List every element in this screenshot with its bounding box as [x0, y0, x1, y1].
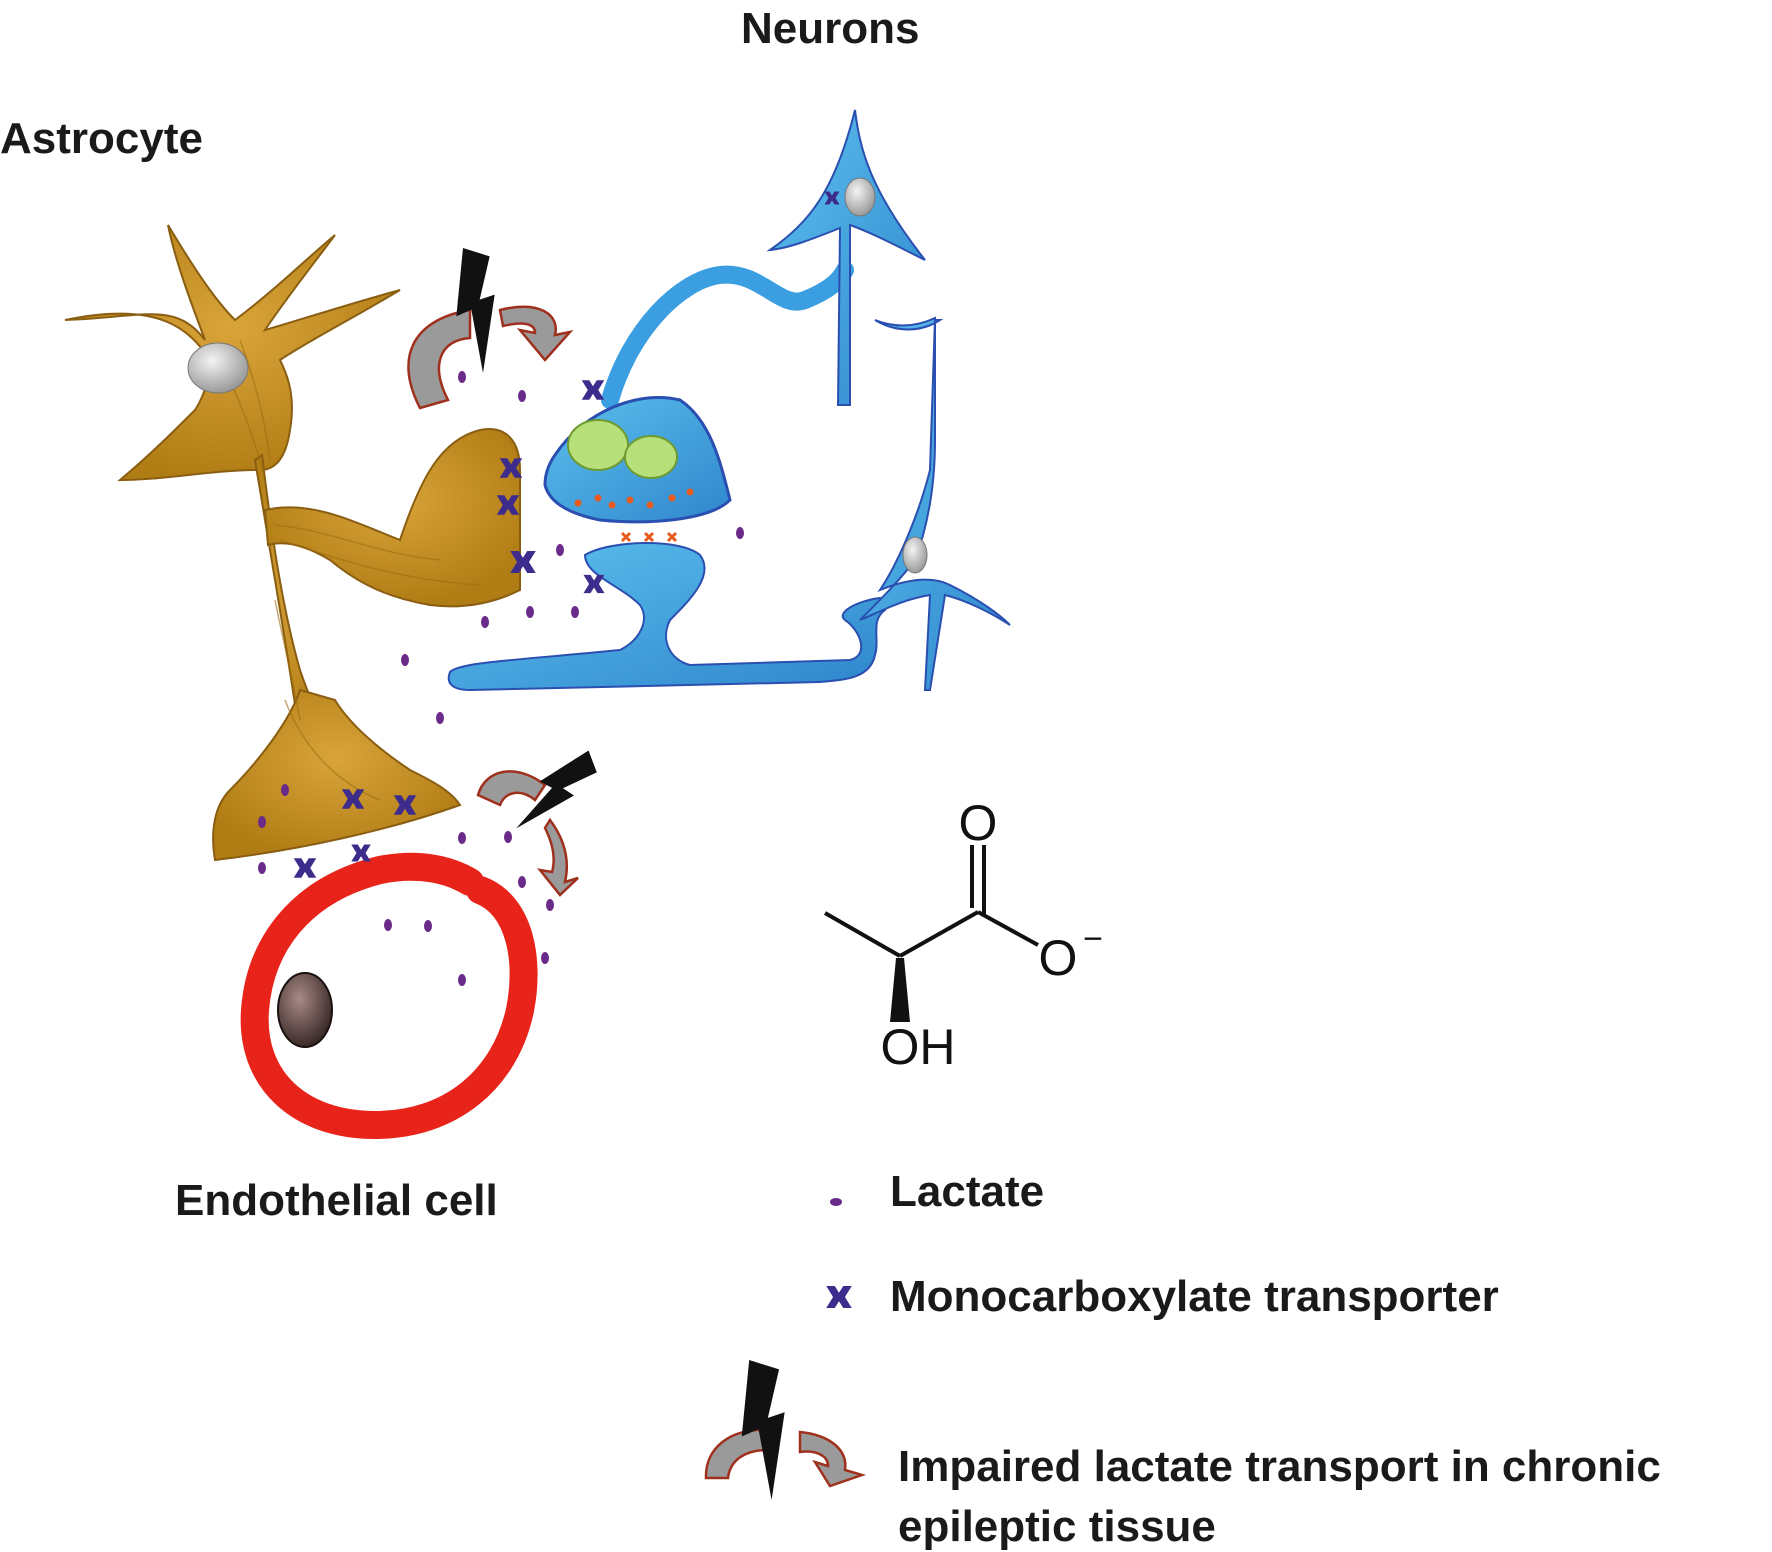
lactate-structure — [824, 845, 1039, 1022]
legend-impaired-label-line2: epileptic tissue — [898, 1502, 1216, 1551]
legend-transporter-label: Monocarboxylate transporter — [890, 1272, 1499, 1321]
carbonyl-oxygen: O — [959, 795, 998, 851]
lactate-legend-icon — [830, 1198, 842, 1206]
carboxylate-oxygen: O — [1039, 930, 1078, 986]
mct-marker — [351, 844, 371, 862]
mct-marker — [293, 858, 317, 878]
lactate-dots — [258, 371, 744, 986]
mitochondrion-2 — [624, 435, 678, 479]
neuron-nucleus-bottom — [902, 536, 928, 574]
endothelial-nucleus — [277, 972, 333, 1048]
mitochondrion-1 — [567, 419, 629, 471]
impaired-transport-top — [407, 248, 574, 410]
neurons — [447, 109, 1011, 692]
hydroxyl-group: OH — [881, 1019, 956, 1075]
neurons-label: Neurons — [741, 4, 920, 53]
lightning-bolt-icon — [456, 248, 495, 373]
lightning-bolt-icon — [741, 1360, 785, 1500]
transporter-legend-icon — [826, 1285, 852, 1309]
impaired-transport-bottom — [476, 746, 605, 897]
astrocyte-cell — [64, 224, 521, 862]
astrocyte-label: Astrocyte — [0, 114, 203, 163]
impaired-transport-legend-icon — [704, 1360, 867, 1500]
neuron-nucleus-top — [844, 177, 876, 217]
negative-charge: − — [1083, 920, 1103, 958]
mct-marker — [581, 380, 605, 400]
mct-marker — [583, 574, 605, 594]
legend-lactate-label: Lactate — [890, 1167, 1045, 1216]
astrocyte-nucleus — [187, 342, 249, 394]
legend-impaired-label-line1: Impaired lactate transport in chronic — [898, 1442, 1661, 1491]
endothelial-cell — [240, 852, 538, 1140]
endothelial-label: Endothelial cell — [175, 1176, 498, 1225]
